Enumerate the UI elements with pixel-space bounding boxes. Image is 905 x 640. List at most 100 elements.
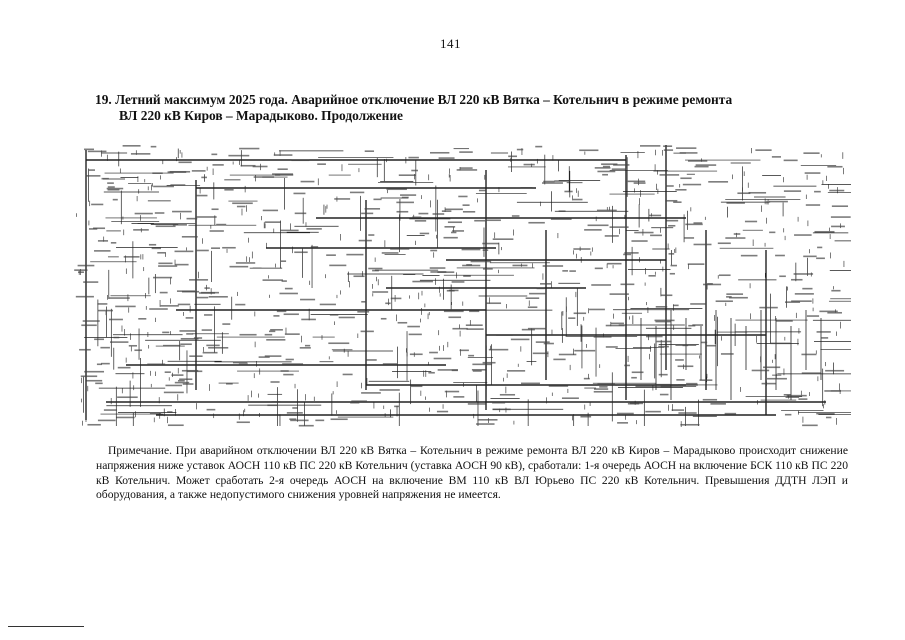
schematic-label-mark xyxy=(208,346,229,349)
schematic-label-mark xyxy=(409,353,423,356)
schematic-label-mark xyxy=(620,283,635,286)
schematic-label-mark xyxy=(262,209,279,212)
schematic-label-mark xyxy=(729,296,748,299)
schematic-label-mark xyxy=(169,170,191,173)
schematic-label-mark xyxy=(528,221,545,224)
schematic-label-mark xyxy=(91,203,104,206)
schematic-label-mark xyxy=(361,392,381,394)
schematic-label-mark xyxy=(100,346,110,349)
schematic-label-mark xyxy=(222,246,236,249)
schematic-label-mark xyxy=(708,181,729,183)
schematic-label-mark xyxy=(798,398,808,400)
schematic-label-mark xyxy=(645,410,661,413)
schematic-label-mark xyxy=(211,153,218,156)
schematic-label-mark xyxy=(350,401,360,404)
schematic-label-mark xyxy=(180,337,199,340)
schematic-label-mark xyxy=(283,373,294,376)
schematic-label-mark xyxy=(693,222,703,224)
schematic-label-mark xyxy=(236,205,246,208)
schematic-label-mark xyxy=(679,152,698,154)
schematic-label-mark xyxy=(634,231,654,234)
schematic-label-mark xyxy=(445,208,463,211)
schematic-label-mark xyxy=(631,376,637,379)
schematic-label-mark xyxy=(768,200,788,203)
schematic-label-mark xyxy=(258,356,270,358)
schematic-label-mark xyxy=(448,316,462,319)
schematic-label-mark xyxy=(814,230,835,233)
schematic-label-mark xyxy=(525,297,540,299)
schematic-label-mark xyxy=(107,182,114,184)
schematic-label-mark xyxy=(785,301,801,303)
schematic-label-mark xyxy=(429,267,446,269)
schematic-label-mark xyxy=(451,231,457,234)
schematic-label-mark xyxy=(672,304,679,307)
schematic-label-mark xyxy=(463,275,471,277)
schematic-label-mark xyxy=(108,297,130,299)
schematic-label-mark xyxy=(443,310,464,313)
schematic-label-mark xyxy=(412,280,433,283)
schematic-label-mark xyxy=(428,371,435,374)
schematic-label-mark xyxy=(429,351,438,354)
schematic-label-mark xyxy=(189,279,209,281)
schematic-label-mark xyxy=(543,342,554,345)
schematic-label-mark xyxy=(300,180,315,183)
schematic-label-mark xyxy=(527,327,547,330)
schematic-label-mark xyxy=(804,172,821,174)
schematic-label-mark xyxy=(827,311,842,314)
schematic-label-mark xyxy=(444,390,460,393)
schematic-label-mark xyxy=(271,401,281,403)
schematic-label-mark xyxy=(710,403,726,405)
schematic-label-mark xyxy=(411,385,423,388)
schematic-label-mark xyxy=(224,188,234,191)
schematic-label-mark xyxy=(438,157,455,159)
schematic-label-mark xyxy=(379,389,400,391)
schematic-label-mark xyxy=(597,383,616,386)
schematic-label-mark xyxy=(172,224,187,226)
schematic-label-mark xyxy=(372,269,379,272)
schematic-label-mark xyxy=(803,152,820,154)
schematic-label-mark xyxy=(676,379,685,381)
schematic-label-mark xyxy=(596,209,617,212)
schematic-label-mark xyxy=(216,223,227,226)
schematic-label-mark xyxy=(817,246,823,249)
schematic-label-mark xyxy=(613,164,630,166)
schematic-label-mark xyxy=(532,352,549,355)
schematic-label-mark xyxy=(411,169,418,172)
schematic-label-mark xyxy=(685,223,703,226)
schematic-label-mark xyxy=(802,424,818,427)
schematic-label-mark xyxy=(270,329,283,331)
schematic-label-mark xyxy=(717,242,731,245)
schematic-label-mark xyxy=(289,418,297,420)
schematic-label-mark xyxy=(148,243,157,246)
schematic-label-mark xyxy=(103,409,118,411)
schematic-label-mark xyxy=(466,328,484,330)
schematic-label-mark xyxy=(364,150,375,152)
schematic-label-mark xyxy=(726,202,745,204)
schematic-label-mark xyxy=(659,393,669,396)
schematic-label-mark xyxy=(291,159,310,162)
schematic-label-mark xyxy=(562,270,568,272)
schematic-label-mark xyxy=(695,164,717,166)
schematic-label-mark xyxy=(329,264,347,267)
schematic-label-mark xyxy=(338,316,355,319)
schematic-label-mark xyxy=(358,239,372,242)
schematic-label-mark xyxy=(527,306,538,309)
schematic-label-mark xyxy=(639,145,661,147)
schematic-label-mark xyxy=(351,400,367,402)
schematic-label-mark xyxy=(748,191,767,194)
schematic-label-mark xyxy=(794,293,814,295)
schematic-label-mark xyxy=(521,328,535,331)
schematic-label-mark xyxy=(827,165,843,168)
schematic-label-mark xyxy=(678,412,697,414)
schematic-label-mark xyxy=(496,334,513,336)
schematic-label-mark xyxy=(167,411,173,413)
schematic-label-mark xyxy=(443,236,458,239)
schematic-label-mark xyxy=(396,201,414,204)
schematic-label-mark xyxy=(239,147,260,150)
schematic-label-mark xyxy=(201,291,219,294)
schematic-label-mark xyxy=(361,300,367,303)
schematic-label-mark xyxy=(718,274,731,277)
schematic-label-mark xyxy=(724,412,737,415)
schematic-label-mark xyxy=(602,165,611,168)
schematic-label-mark xyxy=(328,342,350,345)
